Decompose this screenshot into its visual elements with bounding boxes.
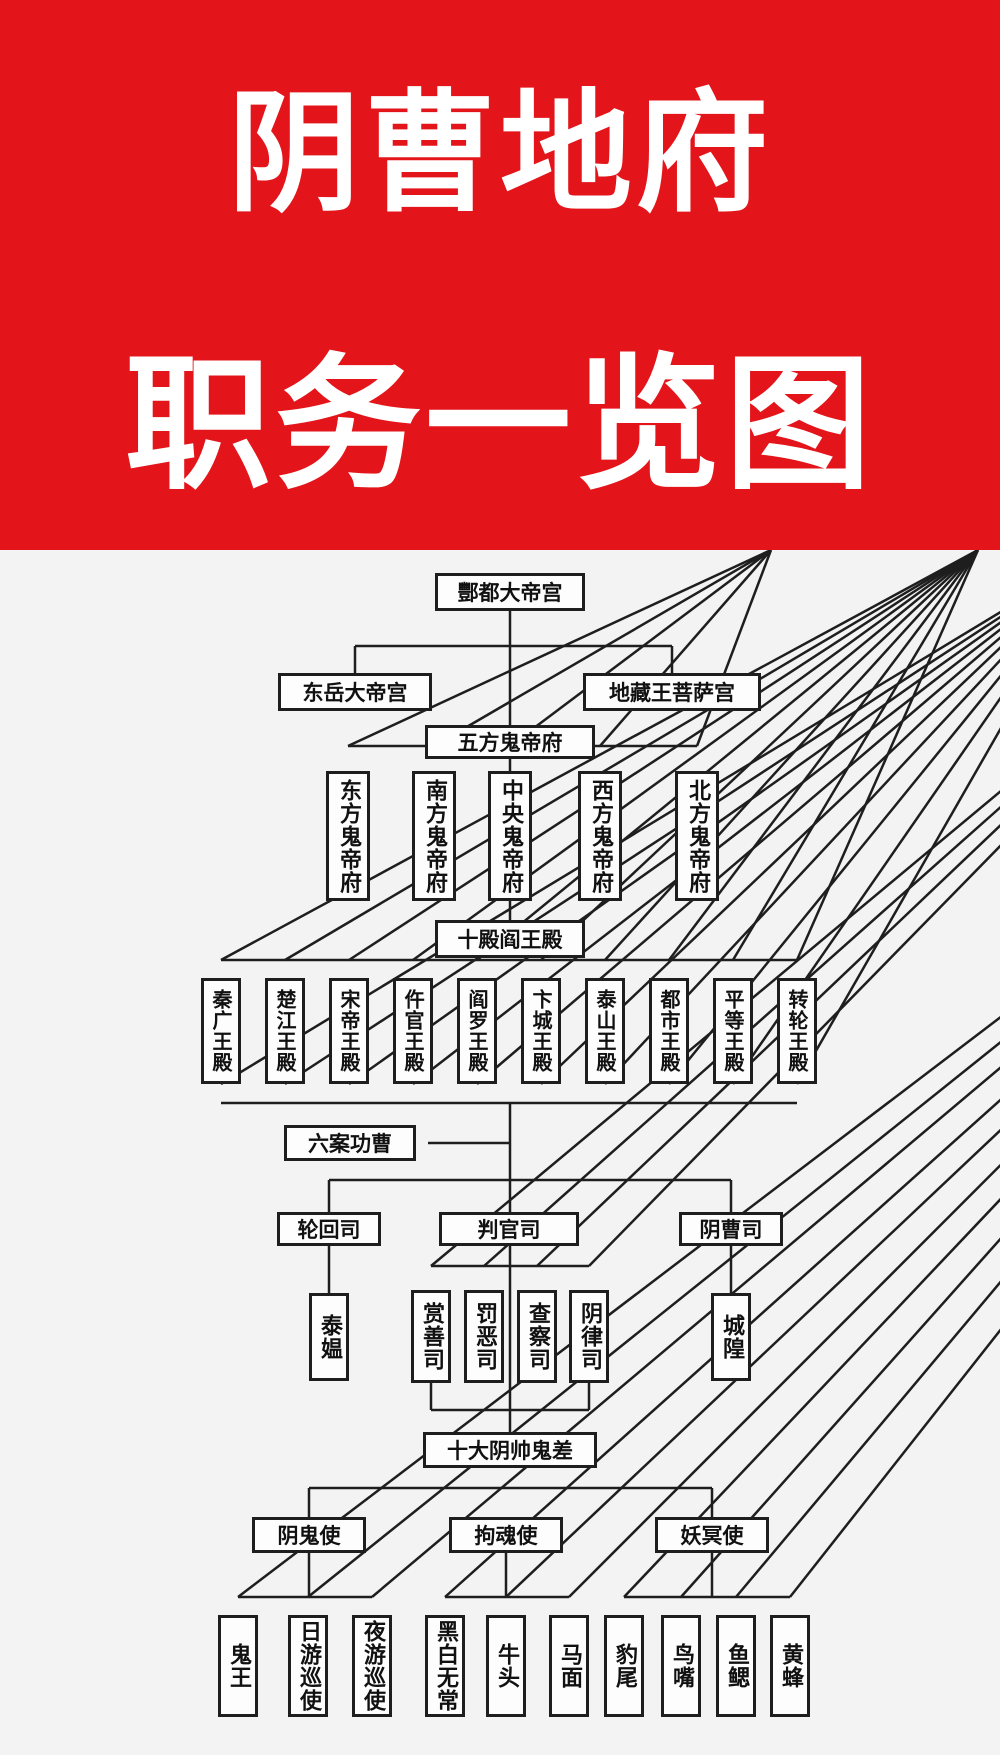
node-five-directions-hub: 五方鬼帝府 xyxy=(425,725,595,759)
node-ten-palaces-hub: 十殿阎王殿 xyxy=(435,920,585,958)
node-six-departments-hub: 六案功曹 xyxy=(284,1125,416,1161)
node-envoy-child: 夜游巡使 xyxy=(352,1615,392,1717)
connector-line xyxy=(695,550,773,747)
connector-line xyxy=(789,1328,1000,1598)
node-envoy-child: 鱼鳃 xyxy=(716,1615,756,1717)
node-envoy-child: 鸟嘴 xyxy=(661,1615,701,1717)
connector-line xyxy=(444,1098,1000,1598)
node-ten-palace: 泰山王殿 xyxy=(585,978,625,1084)
node-ten-palace: 楚江王殿 xyxy=(265,978,305,1084)
connector-line xyxy=(483,805,1000,1267)
connector-line xyxy=(568,1163,1000,1598)
connector-line xyxy=(284,550,979,962)
node-envoy-child: 豹尾 xyxy=(604,1615,644,1717)
node-envoy: 妖冥使 xyxy=(655,1517,769,1553)
node-department-child: 城隍 xyxy=(711,1293,751,1381)
node-ten-palace: 仵官王殿 xyxy=(393,978,433,1084)
connector-line xyxy=(680,1237,1000,1598)
org-chart: 酆都大帝宫东岳大帝宫 地藏王菩萨宫五方鬼帝府东方鬼帝府南方鬼帝府中央鬼帝府 西方鬼帝… xyxy=(0,550,1000,1755)
node-ten-palace: 阎罗王殿 xyxy=(457,978,497,1084)
title-line-2: 职务一览图 xyxy=(125,340,875,510)
node-department-child: 赏善司 xyxy=(411,1290,451,1383)
node-department-child: 泰媪 xyxy=(309,1293,349,1381)
node-envoy-child: 黑白无常 xyxy=(425,1615,465,1717)
title-line-1: 阴曹地府 xyxy=(228,77,772,231)
node-five-directions: 中央鬼帝府 xyxy=(488,771,532,901)
connector-line xyxy=(371,1066,1000,1598)
connector-line xyxy=(476,550,979,961)
node-envoy-child: 日游巡使 xyxy=(288,1615,328,1717)
node-ten-palace: 秦广王殿 xyxy=(201,978,241,1084)
node-envoy-child: 黄蜂 xyxy=(770,1615,810,1717)
node-ten-palace: 宋帝王殿 xyxy=(329,978,369,1084)
connector-line xyxy=(433,550,772,748)
connector-line xyxy=(540,646,1000,1085)
node-level2: 东岳大帝宫 xyxy=(278,673,432,711)
connector-line xyxy=(505,1128,1000,1598)
node-five-directions: 西方鬼帝府 xyxy=(578,771,622,901)
node-department-child: 阴律司 xyxy=(569,1290,609,1383)
connector-line xyxy=(509,550,772,747)
node-envoy-child: 马面 xyxy=(549,1615,589,1717)
node-department-child: 查察司 xyxy=(517,1290,557,1383)
node-department: 轮回司 xyxy=(277,1212,381,1246)
node-ten-palace: 平等王殿 xyxy=(713,978,753,1084)
node-envoy: 拘魂使 xyxy=(449,1517,563,1553)
connector-line xyxy=(536,824,1000,1267)
node-envoy: 阴鬼使 xyxy=(252,1517,366,1553)
connector-line xyxy=(731,550,980,961)
connector-line xyxy=(599,550,772,747)
title-banner: 阴曹地府 职务一览图 xyxy=(0,0,1000,550)
node-department: 阴曹司 xyxy=(679,1212,783,1246)
connector-line xyxy=(735,1280,1000,1598)
node-ten-palace: 都市王殿 xyxy=(649,978,689,1084)
connector-line xyxy=(237,1016,1000,1598)
node-level2: 地藏王菩萨宫 xyxy=(583,673,761,711)
connector-line xyxy=(604,550,979,961)
connector-line xyxy=(347,550,772,748)
connector-line xyxy=(795,727,1000,1085)
node-ten-ghosts-hub: 十大阴帅鬼差 xyxy=(423,1432,597,1468)
node-ten-palace: 转轮王殿 xyxy=(777,978,817,1084)
node-envoy-child: 牛头 xyxy=(486,1615,526,1717)
connector-line xyxy=(476,636,1000,1085)
connector-line xyxy=(623,1197,1000,1598)
connector-line xyxy=(588,844,1000,1267)
node-five-directions: 南方鬼帝府 xyxy=(412,771,456,901)
connector-line xyxy=(668,550,979,961)
node-five-directions: 东方鬼帝府 xyxy=(326,771,370,901)
connector-line xyxy=(430,790,1000,1267)
connector-line xyxy=(307,1041,1000,1598)
node-five-directions: 北方鬼帝府 xyxy=(675,771,719,901)
node-root: 酆都大帝宫 xyxy=(435,573,585,611)
node-department: 判官司 xyxy=(439,1212,579,1246)
node-envoy-child: 鬼王 xyxy=(218,1615,258,1717)
node-department-child: 罚恶司 xyxy=(464,1290,504,1383)
node-ten-palace: 卞城王殿 xyxy=(521,978,561,1084)
